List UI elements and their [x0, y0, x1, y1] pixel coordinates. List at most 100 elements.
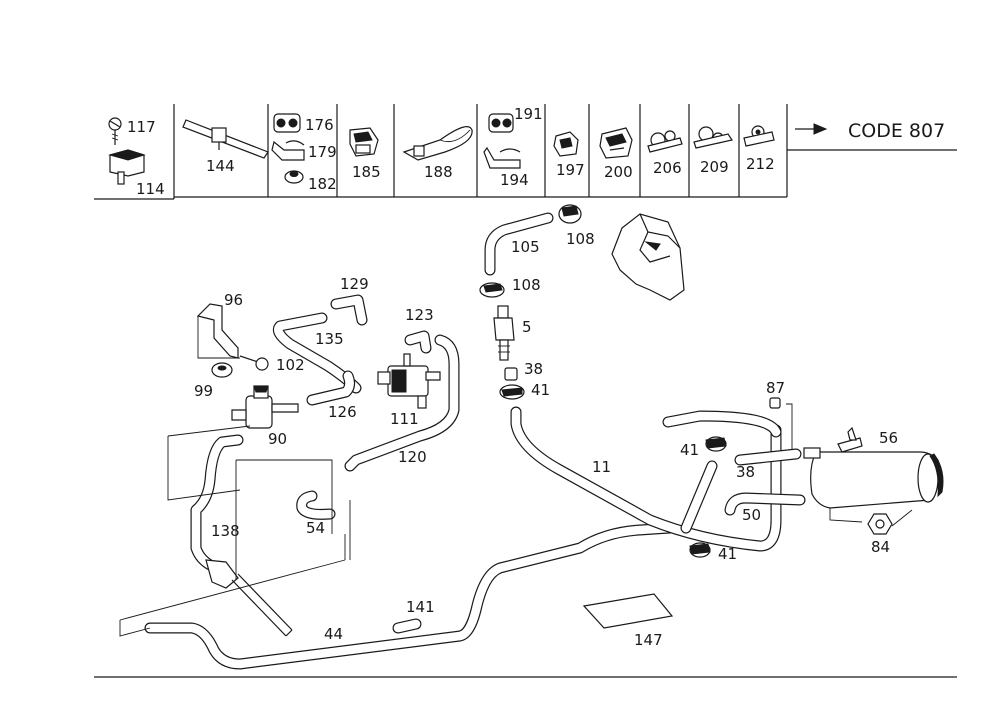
- part-nut-182[interactable]: [284, 170, 304, 184]
- callout-209: 209: [700, 158, 729, 176]
- cap-87[interactable]: [769, 397, 781, 409]
- part-clip-197[interactable]: [553, 131, 579, 157]
- part-clamp-206[interactable]: [647, 130, 683, 153]
- hose-129[interactable]: [330, 294, 368, 326]
- label-plate-147[interactable]: [582, 593, 674, 629]
- callout-179: 179: [308, 143, 337, 161]
- hose-loop[interactable]: [662, 410, 782, 438]
- hose-11[interactable]: [510, 406, 782, 552]
- callout-99: 99: [194, 382, 213, 400]
- callout-176: 176: [305, 116, 334, 134]
- callout-135: 135: [315, 330, 344, 348]
- valve-138[interactable]: [205, 559, 293, 637]
- callout-38-lower: 38: [736, 463, 755, 481]
- leader-line: [119, 559, 346, 621]
- part-bracket-194[interactable]: [483, 146, 521, 169]
- hose-50[interactable]: [724, 492, 806, 516]
- hose-138[interactable]: [190, 434, 244, 572]
- nut-84[interactable]: [867, 513, 893, 535]
- part-clip-200[interactable]: [599, 127, 633, 159]
- hose-141[interactable]: [392, 618, 422, 634]
- callout-123: 123: [405, 306, 434, 324]
- part-cable-tie-144[interactable]: [182, 119, 269, 159]
- nut-99[interactable]: [211, 362, 233, 378]
- hose-44[interactable]: [144, 522, 676, 670]
- callout-206: 206: [653, 159, 682, 177]
- leader-line: [829, 508, 863, 523]
- leader-line: [786, 403, 793, 460]
- callout-129: 129: [340, 275, 369, 293]
- part-screw-117[interactable]: [108, 117, 122, 145]
- callout-114: 114: [136, 180, 165, 198]
- callout-41-mid: 41: [680, 441, 699, 459]
- clamp-41-mid[interactable]: [705, 436, 727, 452]
- callout-144: 144: [206, 157, 235, 175]
- callout-141: 141: [406, 598, 435, 616]
- callout-147: 147: [634, 631, 663, 649]
- callout-5: 5: [522, 318, 532, 336]
- callout-182: 182: [308, 175, 337, 193]
- callout-90: 90: [268, 430, 287, 448]
- leader-line: [891, 509, 913, 527]
- leader-line: [167, 436, 241, 501]
- callout-117: 117: [127, 118, 156, 136]
- callout-102: 102: [276, 356, 305, 374]
- callout-197: 197: [556, 161, 585, 179]
- callout-96: 96: [224, 291, 243, 309]
- callout-84: 84: [871, 538, 890, 556]
- hose-120[interactable]: [344, 334, 460, 472]
- hose-diagonal[interactable]: [680, 460, 718, 534]
- arrow-right-icon: [795, 123, 828, 135]
- clamp-108-upper[interactable]: [558, 204, 582, 224]
- cap-38-upper[interactable]: [504, 367, 518, 381]
- parts-strip: 117 114 144 176 179 182: [94, 104, 957, 200]
- callout-194: 194: [500, 171, 529, 189]
- bolt-102[interactable]: [239, 355, 269, 371]
- part-clip-185[interactable]: [349, 127, 379, 157]
- callout-41-upper: 41: [531, 381, 550, 399]
- leader-line: [197, 316, 204, 359]
- callout-212: 212: [746, 155, 775, 173]
- clamp-108-lower[interactable]: [479, 282, 505, 298]
- part-clip-114[interactable]: [108, 149, 146, 185]
- callout-185: 185: [352, 163, 381, 181]
- callout-191: 191: [514, 105, 543, 123]
- callout-41-lower: 41: [718, 545, 737, 563]
- clamp-41-lower[interactable]: [689, 542, 711, 558]
- mounting-bracket[interactable]: [611, 213, 685, 301]
- callout-54: 54: [306, 519, 325, 537]
- filter-90[interactable]: [231, 385, 299, 429]
- solenoid-valve-111[interactable]: [377, 353, 441, 409]
- callout-138: 138: [211, 522, 240, 540]
- hose-126[interactable]: [306, 370, 356, 406]
- check-valve-5[interactable]: [493, 305, 515, 361]
- hose-105[interactable]: [484, 212, 554, 276]
- callout-108-upper: 108: [566, 230, 595, 248]
- hose-54[interactable]: [296, 490, 336, 520]
- hose-123[interactable]: [404, 330, 432, 354]
- leader-line: [119, 620, 151, 637]
- callout-50: 50: [742, 506, 761, 524]
- callout-188: 188: [424, 163, 453, 181]
- callout-38-upper: 38: [524, 360, 543, 378]
- callout-200: 200: [604, 163, 633, 181]
- callout-105: 105: [511, 238, 540, 256]
- code-label: CODE 807: [848, 120, 945, 142]
- part-strap-188[interactable]: [402, 126, 473, 161]
- callout-56: 56: [879, 429, 898, 447]
- part-clamp-212[interactable]: [743, 125, 775, 147]
- callout-11: 11: [592, 458, 611, 476]
- bracket-96[interactable]: [196, 303, 240, 359]
- callout-87: 87: [766, 379, 785, 397]
- part-clip-176[interactable]: [273, 113, 301, 133]
- part-clamp-209[interactable]: [693, 126, 733, 149]
- clamp-41-upper[interactable]: [499, 384, 525, 400]
- callout-120: 120: [398, 448, 427, 466]
- canister-56[interactable]: [803, 426, 944, 509]
- hose-38-lower[interactable]: [734, 448, 802, 466]
- leader-line: [167, 425, 251, 437]
- part-clip-191[interactable]: [488, 113, 514, 133]
- part-bracket-179[interactable]: [271, 140, 305, 161]
